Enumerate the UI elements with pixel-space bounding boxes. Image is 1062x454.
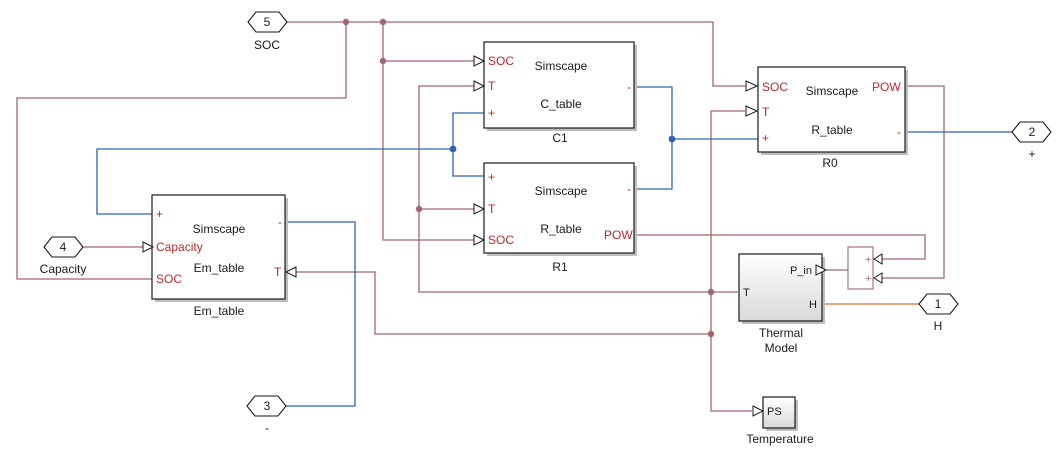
- port-pow: POW: [872, 80, 901, 94]
- input-arrow-icon: [473, 203, 486, 215]
- wire-em-plus[interactable]: [96, 148, 453, 215]
- port-minus: -: [627, 182, 631, 196]
- wire-c1-r1-plus[interactable]: [452, 112, 484, 177]
- block-name: C1: [552, 131, 568, 145]
- port-t: T: [743, 287, 750, 299]
- port-plus: +: [762, 131, 769, 145]
- port-soc: SOC: [156, 272, 182, 286]
- block-sum[interactable]: + +: [847, 246, 883, 290]
- block-em-table[interactable]: + Capacity SOC - T Simscape Em_table Em_…: [142, 194, 297, 318]
- input-arrow-icon: [745, 80, 759, 92]
- wire-soc-to-r1[interactable]: [382, 22, 474, 241]
- inport-soc[interactable]: 5 SOC: [247, 11, 288, 52]
- block-text: R_table: [540, 222, 582, 236]
- wire-temp-to-r0-scope[interactable]: [710, 110, 752, 412]
- block-name: R1: [552, 260, 568, 274]
- block-text: R_table: [811, 123, 853, 137]
- port-number: 5: [264, 15, 271, 29]
- block-text: Simscape: [535, 184, 588, 198]
- junction-dot: [707, 288, 715, 296]
- block-temperature-scope[interactable]: PS Temperature: [746, 396, 814, 446]
- connport-heat[interactable]: 1 H: [918, 293, 959, 333]
- port-soc: SOC: [488, 54, 514, 68]
- block-name: Em_table: [194, 304, 245, 318]
- connport-negative[interactable]: 3 -: [246, 395, 287, 435]
- port-pow: POW: [604, 228, 633, 242]
- port-number: 2: [1029, 125, 1036, 139]
- wire-temp-to-em[interactable]: [294, 271, 711, 335]
- block-r1[interactable]: + T SOC - POW Simscape R_table R1: [473, 162, 637, 274]
- electrical-wires: [96, 86, 1012, 407]
- port-soc: SOC: [488, 233, 514, 247]
- ps-icon-text: PS: [767, 406, 782, 418]
- port-minus: -: [627, 80, 631, 94]
- junction-dot: [707, 330, 715, 338]
- port-h: H: [809, 299, 817, 311]
- input-arrow-icon: [815, 264, 828, 276]
- wire-em-minus[interactable]: [286, 221, 356, 407]
- input-arrow-icon: [473, 55, 486, 67]
- port-t: T: [488, 79, 496, 93]
- temperature-wires: [294, 85, 752, 412]
- block-name-line1: Thermal: [759, 326, 803, 340]
- input-arrow-icon: [473, 80, 486, 92]
- port-soc: SOC: [762, 80, 788, 94]
- inport-capacity[interactable]: 4 Capacity: [40, 236, 87, 276]
- input-arrow-icon: [142, 241, 155, 253]
- port-t: T: [274, 265, 282, 279]
- wire-pow-r1[interactable]: [625, 234, 926, 260]
- junction-dot: [415, 205, 423, 213]
- input-arrow-icon: [873, 272, 883, 284]
- port-plus: +: [488, 170, 495, 184]
- block-name-line2: Model: [765, 341, 798, 355]
- input-arrow-icon: [284, 266, 297, 278]
- wire-soc-to-r0[interactable]: [285, 21, 752, 87]
- block-text: C_table: [540, 97, 582, 111]
- wire-soc-to-em[interactable]: [16, 22, 347, 280]
- input-arrow-icon: [873, 253, 883, 265]
- port-t: T: [488, 202, 496, 216]
- block-thermal-model[interactable]: T P_in H Thermal Model: [738, 253, 828, 355]
- input-arrow-icon: [473, 234, 486, 246]
- port-minus: -: [278, 215, 282, 229]
- port-capacity: Capacity: [156, 240, 203, 254]
- junction-dot: [449, 145, 457, 153]
- block-text: Simscape: [535, 59, 588, 73]
- block-text: Em_table: [194, 261, 245, 275]
- port-number: 3: [264, 399, 271, 413]
- port-plus: +: [156, 207, 163, 221]
- port-label: +: [1028, 147, 1035, 161]
- port-minus: -: [897, 125, 901, 139]
- block-text: Simscape: [806, 84, 859, 98]
- input-arrow-icon: [745, 105, 759, 117]
- sum-sign: +: [865, 273, 871, 285]
- junction-dot: [379, 57, 387, 65]
- wire-c1-r1-minus[interactable]: [634, 86, 673, 190]
- connport-positive[interactable]: 2 +: [1011, 121, 1052, 161]
- port-label: Capacity: [40, 262, 87, 276]
- power-wires: [625, 85, 945, 279]
- port-number: 4: [60, 240, 67, 254]
- soc-wires: [16, 18, 752, 280]
- wire-pow-r0[interactable]: [880, 85, 945, 279]
- port-label: SOC: [254, 38, 280, 52]
- port-plus: +: [488, 106, 495, 120]
- block-c1[interactable]: SOC T + - Simscape C_table C1: [473, 41, 637, 145]
- block-text: Simscape: [193, 222, 246, 236]
- port-label: -: [265, 421, 269, 435]
- port-p-in: P_in: [790, 265, 812, 277]
- block-name: R0: [822, 156, 838, 170]
- junction-dot: [342, 18, 350, 26]
- sum-sign: +: [865, 254, 871, 266]
- junction-dot: [379, 18, 387, 26]
- block-name: Temperature: [746, 432, 814, 446]
- junction-dot: [668, 135, 676, 143]
- port-t: T: [762, 105, 770, 119]
- input-arrow-icon: [752, 405, 765, 417]
- port-label: H: [934, 319, 943, 333]
- block-r0[interactable]: SOC T + POW - Simscape R_table R0: [745, 66, 908, 170]
- wire-temp-bus[interactable]: [418, 85, 738, 293]
- port-number: 1: [935, 297, 942, 311]
